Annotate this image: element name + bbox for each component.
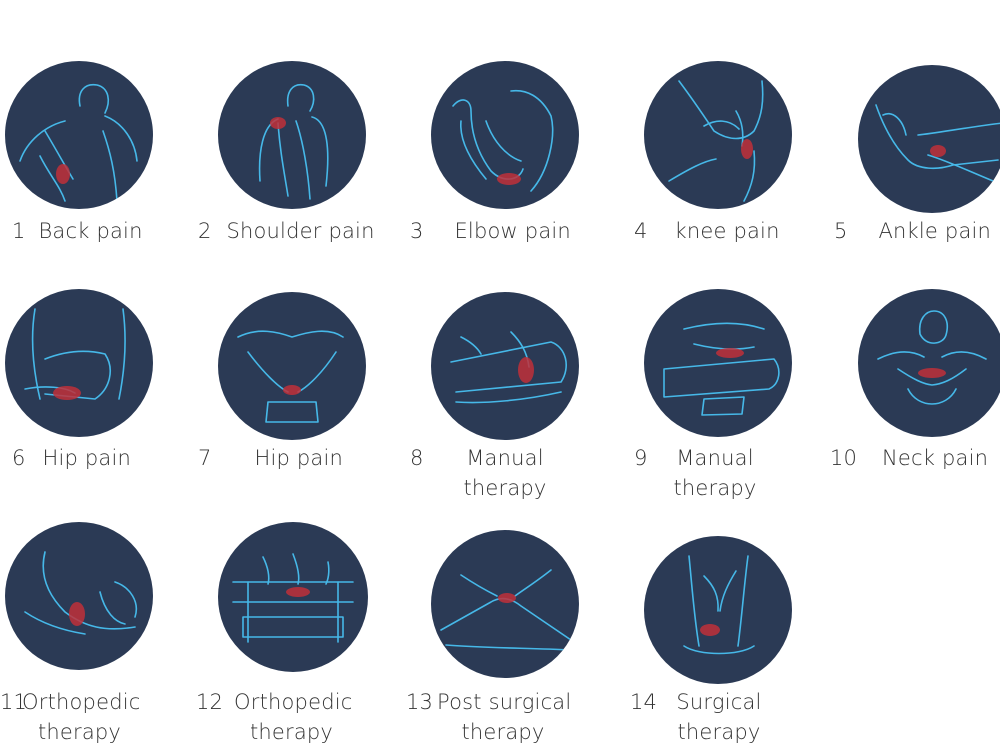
item-label-line2: therapy: [37, 720, 122, 744]
neck-pain-icon: [858, 289, 1000, 437]
item-number: 1: [12, 219, 26, 243]
hip-pain-icon: [5, 289, 153, 437]
item-number: 7: [198, 446, 212, 470]
item-label: Neck pain: [882, 446, 989, 470]
item-label: Surgical: [676, 690, 762, 714]
manual-therapy-icon: [431, 292, 579, 440]
item-number: 14: [630, 690, 658, 714]
surgical-therapy-icon: [644, 536, 792, 684]
item-label: Ankle pain: [878, 219, 992, 243]
item-label: Hip pain: [42, 446, 132, 470]
item-number: 4: [634, 219, 648, 243]
item-number: 12: [196, 690, 224, 714]
hip-pain-icon: [218, 292, 366, 440]
manual-therapy-icon: [644, 289, 792, 437]
shoulder-pain-icon: [218, 61, 366, 209]
item-label-line2: therapy: [461, 720, 545, 744]
item-label: Orthopedic: [234, 690, 353, 714]
item-number: 2: [198, 219, 212, 243]
item-label: Back pain: [38, 219, 143, 243]
back-pain-icon: [5, 61, 153, 209]
item-label-line2: therapy: [677, 720, 761, 744]
item-label-line2: therapy: [673, 476, 757, 500]
item-number: 11: [0, 690, 28, 714]
orthopedic-therapy-icon: [5, 522, 153, 670]
item-number: 9: [634, 446, 648, 470]
post-surgical-therapy-icon: [431, 530, 579, 678]
item-label-line2: therapy: [249, 720, 334, 744]
item-label: Elbow pain: [454, 219, 571, 243]
item-number: 13: [406, 690, 434, 714]
item-number: 10: [830, 446, 858, 470]
item-label: Manual: [676, 446, 754, 470]
item-label: Manual: [466, 446, 544, 470]
ankle-pain-icon: [858, 65, 1000, 213]
elbow-pain-icon: [431, 61, 579, 209]
item-number: 6: [12, 446, 26, 470]
item-label: Hip pain: [254, 446, 344, 470]
item-label: Post surgical: [437, 690, 572, 714]
item-number: 5: [834, 219, 848, 243]
item-label-line2: therapy: [463, 476, 547, 500]
item-number: 3: [410, 219, 424, 243]
item-number: 8: [410, 446, 424, 470]
item-label: Orthopedic: [22, 690, 141, 714]
item-label: Shoulder pain: [226, 219, 375, 243]
knee-pain-icon: [644, 61, 792, 209]
orthopedic-therapy-icon: [218, 522, 368, 672]
item-label: knee pain: [674, 219, 780, 243]
